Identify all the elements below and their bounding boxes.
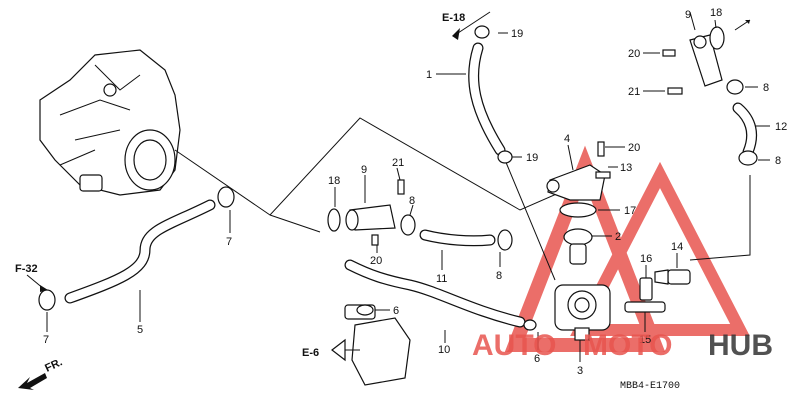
clamp-8-a xyxy=(400,214,416,236)
callout-18-upper: 18 xyxy=(710,7,722,19)
callout-10: 10 xyxy=(438,344,450,356)
temperature-sensor xyxy=(654,269,691,285)
clamp-8-b xyxy=(497,229,513,251)
callout-20-a: 20 xyxy=(628,48,640,60)
callout-16: 16 xyxy=(640,253,652,265)
engine-block xyxy=(39,49,181,196)
watermark-logo xyxy=(504,145,750,352)
watermark-auto: AUTO xyxy=(472,329,556,362)
thermostat-cover xyxy=(546,164,606,201)
callout-19-b: 19 xyxy=(526,152,538,164)
callout-2: 2 xyxy=(615,231,621,243)
watermark-moto: MOTO xyxy=(583,329,672,362)
callout-8-a: 8 xyxy=(409,195,415,207)
callout-11: 11 xyxy=(436,273,447,285)
clamp-8-c xyxy=(726,79,744,95)
reservoir-tank xyxy=(344,304,411,386)
o-ring-18-lower xyxy=(327,208,341,232)
callout-20-c: 20 xyxy=(370,255,382,267)
callout-17: 17 xyxy=(624,205,636,217)
bolt-21-b xyxy=(397,179,405,195)
clamp-7-left xyxy=(38,289,56,311)
callout-15: 15 xyxy=(639,334,651,346)
callout-1: 1 xyxy=(426,69,432,81)
watermark-hub: HUB xyxy=(708,329,773,362)
bolt-20-c xyxy=(371,234,379,246)
arrow-e6 xyxy=(331,338,360,362)
clamp-6-a xyxy=(356,304,374,316)
callout-8-d: 8 xyxy=(775,155,781,167)
watermark-text: AUTO MOTO HUB xyxy=(472,329,773,362)
clamp-7-upper xyxy=(217,186,235,208)
callout-14: 14 xyxy=(671,241,683,253)
ref-front: FR. xyxy=(43,356,64,374)
callout-20-b: 20 xyxy=(628,142,640,154)
callout-9-upper: 9 xyxy=(685,9,691,21)
callout-21-a: 21 xyxy=(628,86,640,98)
water-pump-housing xyxy=(554,284,611,341)
bolt-21-a xyxy=(667,87,683,95)
callout-12: 12 xyxy=(775,121,787,133)
arrow-e18 xyxy=(452,11,491,40)
callout-8-b: 8 xyxy=(496,270,502,282)
diagram-code: MBB4-E1700 xyxy=(620,381,680,392)
o-ring-17 xyxy=(559,202,597,218)
callout-6-a: 6 xyxy=(393,305,399,317)
callout-8-c: 8 xyxy=(763,82,769,94)
callout-18-middle: 18 xyxy=(328,175,340,187)
pipe-10 xyxy=(344,259,526,328)
callout-7-upper: 7 xyxy=(226,236,232,248)
callout-19-a: 19 xyxy=(511,28,523,40)
thermostat xyxy=(563,228,593,265)
callout-5: 5 xyxy=(137,324,143,336)
callout-6-b: 6 xyxy=(534,353,540,365)
hose-5 xyxy=(64,199,216,304)
hose-12 xyxy=(732,102,758,158)
callout-9-middle: 9 xyxy=(361,164,367,176)
bolt-20-a xyxy=(662,49,676,57)
callout-4: 4 xyxy=(564,133,570,145)
callout-21-b: 21 xyxy=(392,157,404,169)
leader-lines xyxy=(46,11,770,362)
clamp-6-b xyxy=(523,319,537,331)
joint-9-upper xyxy=(689,34,723,87)
front-arrow-icon xyxy=(18,373,47,390)
callout-7-left: 7 xyxy=(43,334,49,346)
ref-e6: E-6 xyxy=(302,347,319,359)
hose-1 xyxy=(468,42,506,156)
hose-11 xyxy=(419,229,496,247)
fitting-16 xyxy=(639,277,653,301)
arrow-f32 xyxy=(26,274,48,292)
joint-9-middle xyxy=(345,204,396,231)
clamp-19-b xyxy=(497,150,513,164)
fitting-15 xyxy=(624,301,666,313)
bolt-13 xyxy=(595,171,611,179)
clamp-8-d xyxy=(738,150,758,166)
callout-13: 13 xyxy=(620,162,632,174)
callout-3: 3 xyxy=(577,365,583,377)
bolt-20-b xyxy=(597,141,605,157)
clamp-19-a xyxy=(474,25,490,39)
arrow-upper-right xyxy=(734,19,751,31)
ref-f32: F-32 xyxy=(15,263,38,275)
ref-e18: E-18 xyxy=(442,12,465,24)
o-ring-18-upper xyxy=(709,26,725,50)
